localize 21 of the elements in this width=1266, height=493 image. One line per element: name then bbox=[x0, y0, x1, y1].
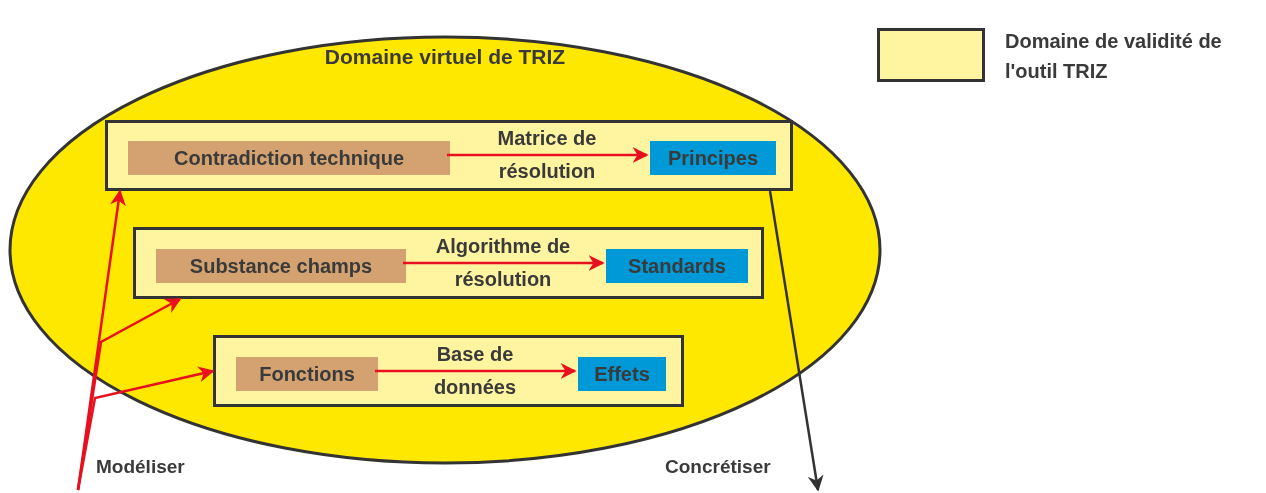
arrow bbox=[768, 190, 824, 492]
domain-heading: Domaine virtuel de TRIZ bbox=[324, 45, 566, 68]
method-panel bbox=[213, 335, 684, 407]
term-label: Contradiction technique bbox=[128, 141, 450, 175]
term-label: Substance champs bbox=[156, 249, 406, 283]
edge-label: Algorithme de résolution bbox=[434, 234, 572, 292]
method-panel bbox=[105, 120, 793, 191]
edge-label: Base de données bbox=[432, 342, 518, 400]
edge-label: Matrice de résolution bbox=[496, 126, 598, 184]
arrow bbox=[375, 363, 577, 379]
term-label: Effets bbox=[578, 357, 666, 391]
arrow bbox=[403, 255, 605, 271]
action-label: Concrétiser bbox=[665, 456, 771, 478]
arrow bbox=[447, 147, 649, 163]
term-label: Fonctions bbox=[236, 357, 378, 391]
action-label: Modéliser bbox=[96, 456, 185, 478]
term-label: Principes bbox=[650, 141, 776, 175]
method-panel bbox=[133, 227, 764, 299]
legend-text: Domaine de validité de l'outil TRIZ bbox=[1005, 29, 1223, 84]
arrow bbox=[76, 366, 215, 491]
term-label: Standards bbox=[606, 249, 748, 283]
